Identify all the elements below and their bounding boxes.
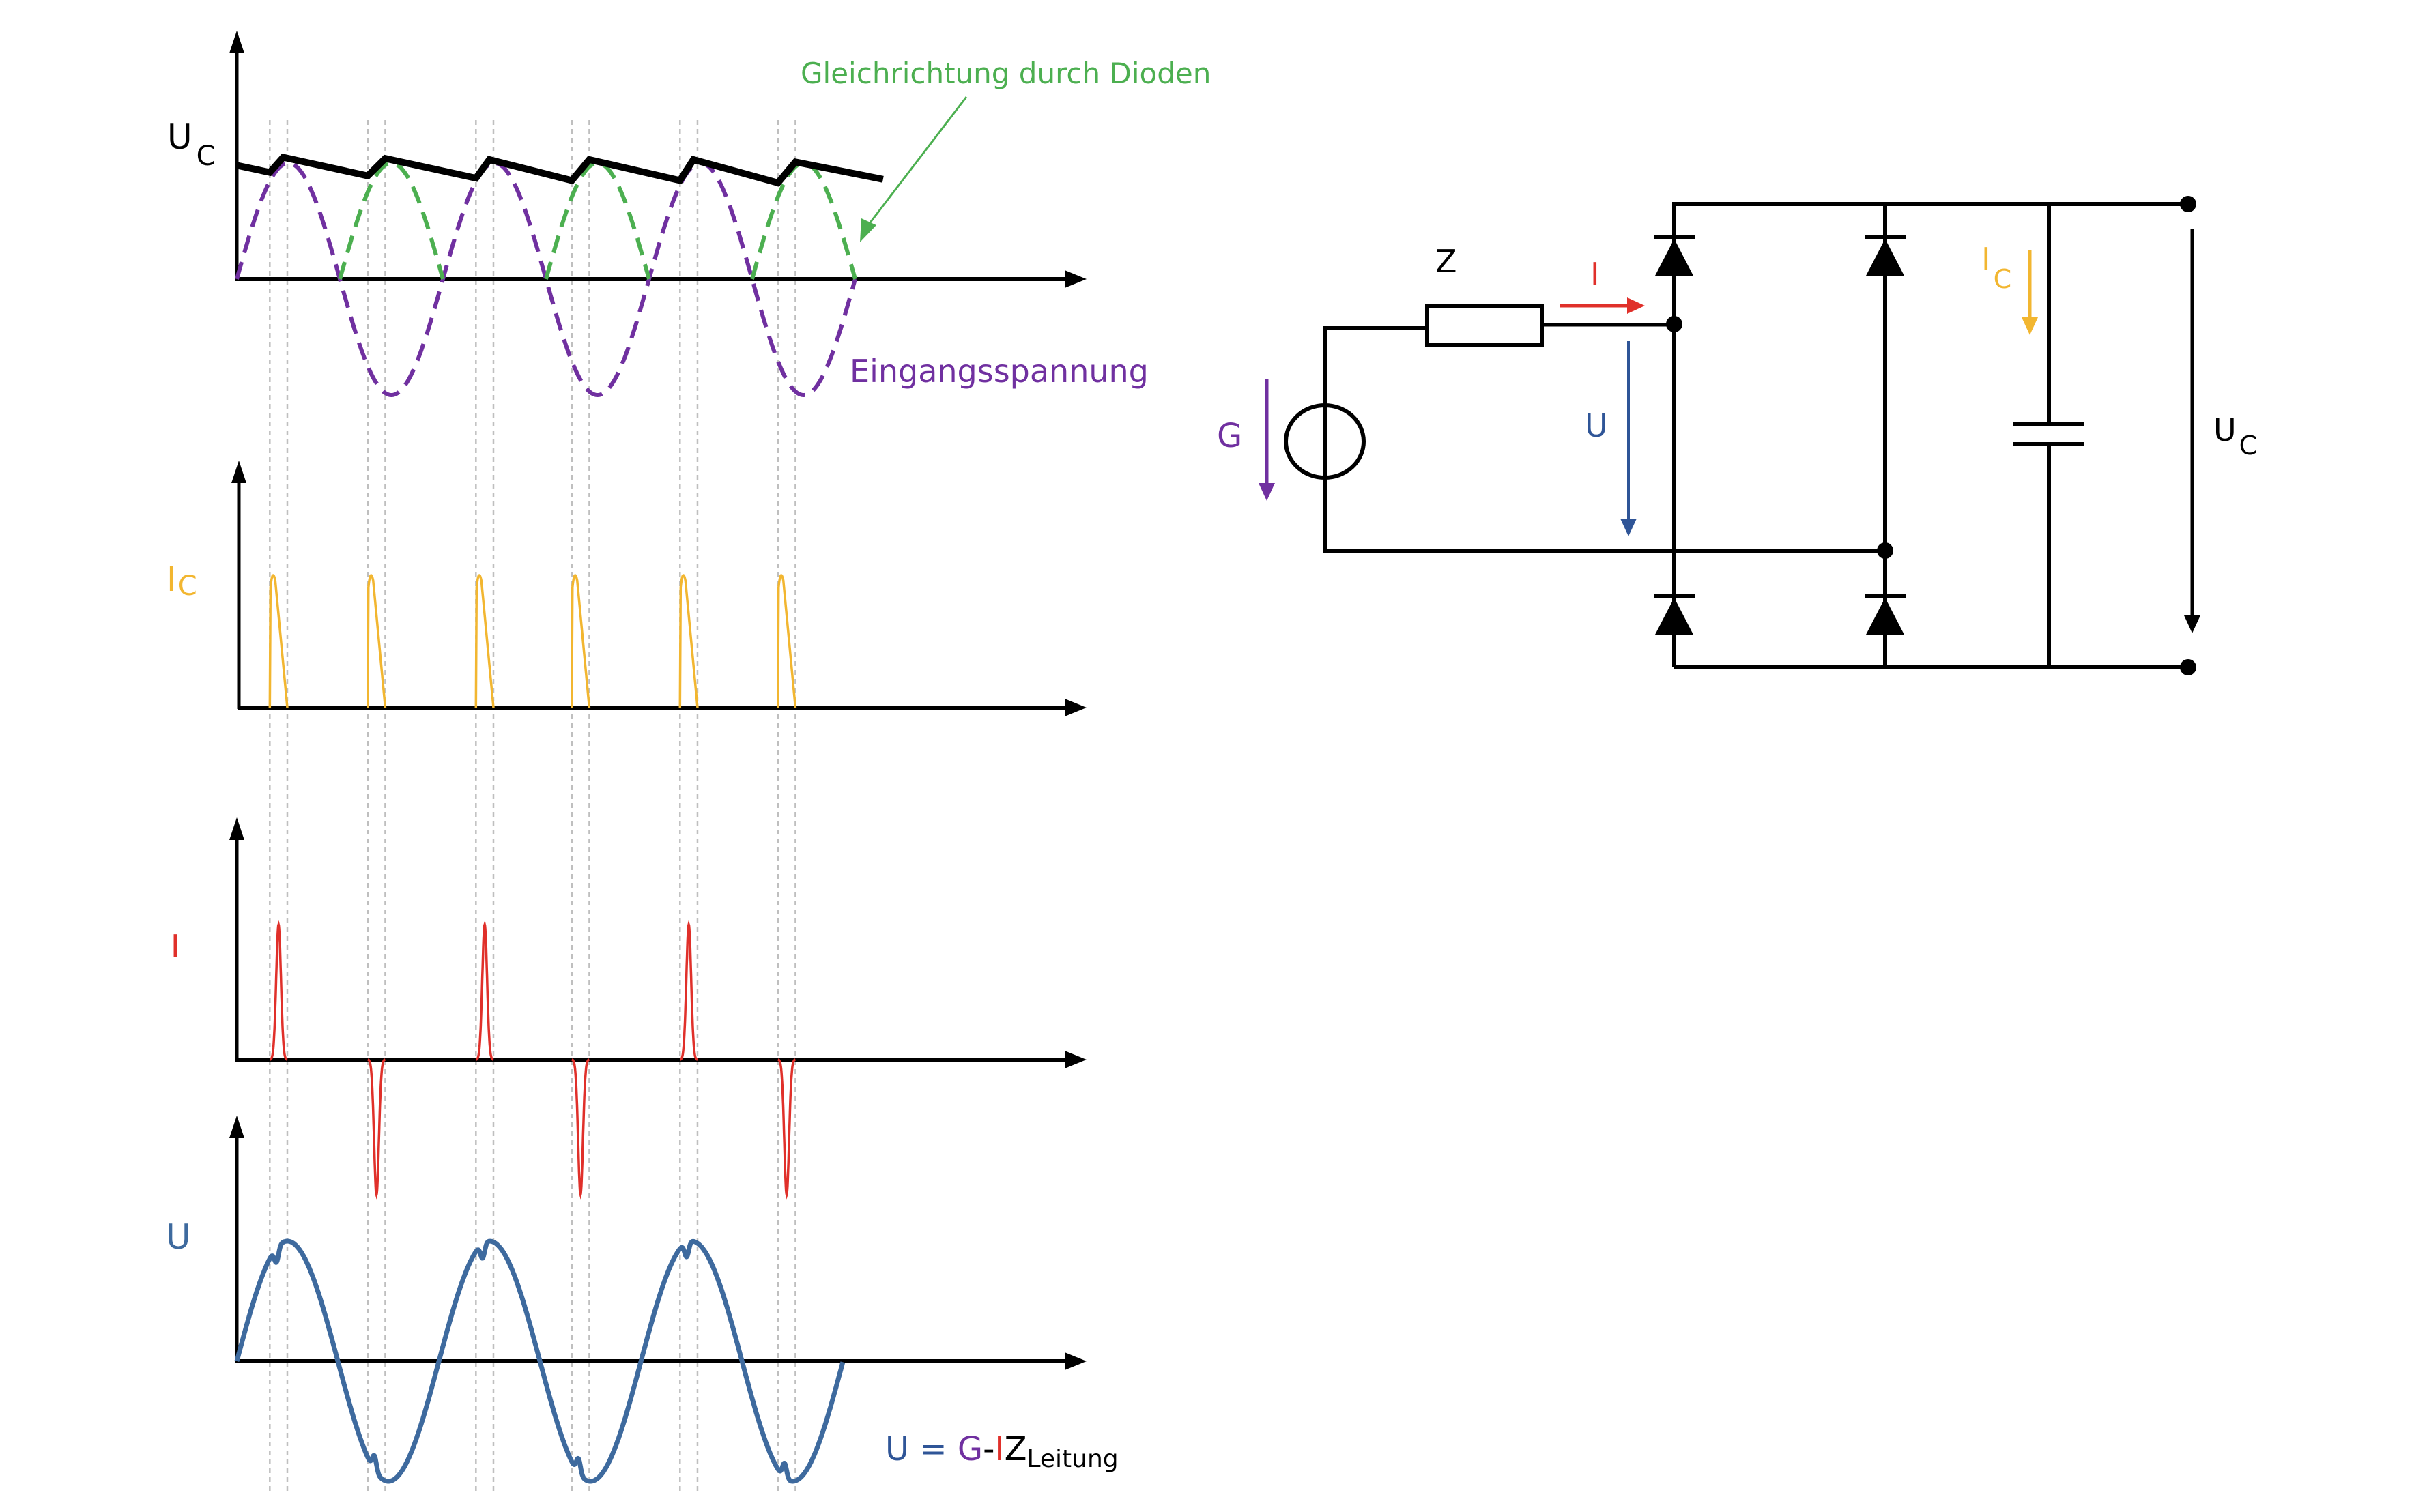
- u-curve: [234, 1238, 846, 1484]
- formula-subscript: Leitung: [1026, 1445, 1118, 1473]
- u-axis-label: U: [166, 1217, 191, 1257]
- voltage-u-arrowhead: [1620, 519, 1637, 536]
- conduction-guide-lines: [269, 120, 796, 1491]
- impedance-label: Z: [1435, 243, 1457, 280]
- i-spike-4: [679, 920, 698, 1061]
- ic-pulses: [268, 574, 797, 708]
- formula-z: Z: [1005, 1430, 1027, 1468]
- i-axis-label: I: [171, 928, 180, 965]
- rectification-pointer-arrowhead: [860, 218, 876, 242]
- voltage-source-symbol: [1284, 403, 1366, 480]
- current-label: I: [1590, 256, 1600, 293]
- input-voltage-annotation: Eingangsspannung: [850, 353, 1149, 390]
- u-y-axis-arrow: [229, 1116, 244, 1138]
- rectification-annotation: Gleichrichtung durch Dioden: [801, 57, 1211, 90]
- diode-d4: [1865, 594, 1906, 635]
- plot-u: U U = G-IZLeitung: [166, 1116, 1119, 1484]
- formula-minus: -: [983, 1430, 994, 1468]
- formula-equals: =: [909, 1430, 958, 1468]
- u-x-axis-arrow: [1065, 1352, 1087, 1370]
- wire-source-top: [1323, 326, 1427, 403]
- diode-d1: [1654, 235, 1695, 276]
- uc-label-sub: C: [197, 141, 216, 172]
- formula-u: U: [885, 1430, 909, 1468]
- uc-x-axis-arrow: [1065, 270, 1087, 288]
- ic-pulse-4: [678, 574, 699, 708]
- bridge-rectifier-circuit: [1284, 196, 2200, 675]
- ic-pulse-1: [367, 574, 387, 708]
- ic-label-main: I: [167, 559, 177, 599]
- rectification-pointer-line: [867, 96, 968, 226]
- ic-label-sub: C: [178, 570, 197, 602]
- i-spike-2: [475, 920, 494, 1061]
- wire-bridge-left: [1672, 202, 2188, 667]
- diode-d3: [1654, 594, 1695, 635]
- voltage-u-label: U: [1585, 407, 1608, 444]
- capacitor-current-label: IC: [1981, 241, 2011, 294]
- ic-pulse-2: [474, 574, 495, 708]
- output-voltage-arrowhead: [2184, 615, 2200, 633]
- output-voltage-label-sub: C: [2239, 431, 2258, 461]
- ic-y-axis-arrow: [231, 461, 246, 483]
- i-spike-3: [571, 1058, 590, 1200]
- cap-current-label-sub: C: [1994, 264, 2012, 294]
- uc-y-axis-arrow: [229, 31, 244, 53]
- i-y-axis-arrow: [229, 817, 244, 840]
- junction-node-top-left: [1666, 316, 1682, 332]
- formula-annotation: U = G-IZLeitung: [885, 1430, 1119, 1473]
- junction-node-bottom-right: [1877, 542, 1893, 559]
- formula-g: G: [958, 1430, 983, 1468]
- formula-i: I: [994, 1430, 1004, 1468]
- i-spike-5: [777, 1058, 796, 1200]
- source-label: G: [1217, 417, 1242, 455]
- source-voltage-arrowhead: [1259, 483, 1275, 501]
- output-terminal-top: [2180, 196, 2196, 212]
- rectified-curve: [338, 160, 857, 280]
- ic-pulse-5: [777, 574, 797, 708]
- uc-label-main: U: [167, 117, 192, 157]
- capacitor-current-arrowhead: [2022, 317, 2038, 335]
- plot-i: I: [171, 817, 1087, 1200]
- impedance-z: [1425, 304, 1544, 347]
- wire-source-bottom: [1323, 481, 1885, 553]
- ic-pulse-0: [268, 574, 289, 708]
- output-voltage-label-main: U: [2213, 411, 2237, 448]
- output-terminal-bottom: [2180, 659, 2196, 675]
- cap-current-label-main: I: [1981, 241, 1991, 278]
- diode-d2: [1865, 235, 1906, 276]
- i-spikes: [269, 920, 796, 1200]
- i-spike-1: [367, 1058, 386, 1200]
- uc-curve: [235, 153, 884, 187]
- ic-x-axis-arrow: [1065, 699, 1087, 716]
- plot-ic: IC: [167, 461, 1087, 716]
- current-arrowhead: [1627, 297, 1645, 314]
- i-x-axis-arrow: [1065, 1051, 1087, 1068]
- i-spike-0: [269, 920, 288, 1061]
- ic-axis-label: IC: [167, 559, 197, 602]
- ic-pulse-3: [571, 574, 591, 708]
